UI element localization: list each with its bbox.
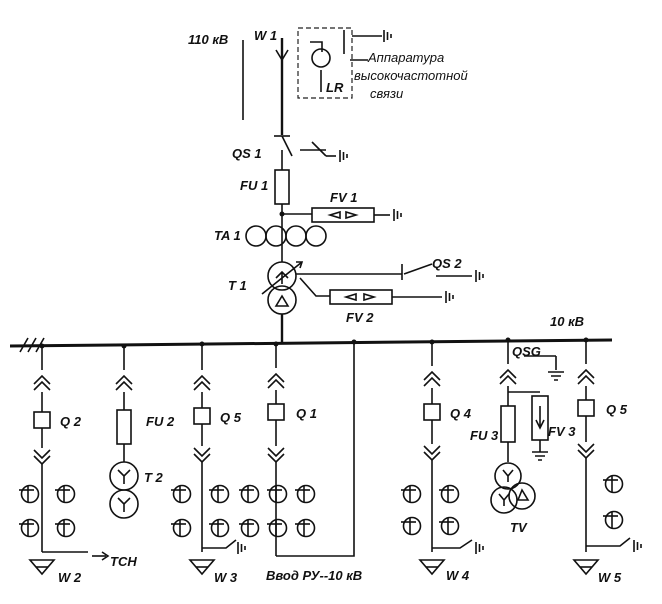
auxiliary-transformer-t2: FU 2 T 2 xyxy=(109,343,175,519)
label-fv3: FV 3 xyxy=(548,424,576,439)
label-10kv: 10 кВ xyxy=(550,314,584,329)
label-comm-2: высокочастотной xyxy=(354,68,468,83)
busbar-10kv: 10 кВ xyxy=(9,314,613,353)
label-t2: T 2 xyxy=(144,470,164,485)
label-comm-3: связи xyxy=(370,86,403,101)
line-w1-110kv: 110 кВ W 1 xyxy=(188,28,289,135)
label-t1: T 1 xyxy=(228,278,247,293)
hf-communication-equipment: LR Аппаратура высокочастотной связи xyxy=(297,27,468,101)
label-q4: Q 4 xyxy=(450,406,472,421)
arrester-fv1: FV 1 xyxy=(279,190,402,223)
feeder-w4: Q 4 W 4 xyxy=(400,339,484,583)
label-fu1: FU 1 xyxy=(240,178,268,193)
label-q1: Q 1 xyxy=(296,406,317,421)
feeder-w2: Q 2 W 2 xyxy=(18,343,88,585)
label-lr: LR xyxy=(326,80,344,95)
label-110kv: 110 кВ xyxy=(188,32,228,47)
label-w2: W 2 xyxy=(58,570,82,585)
label-fv2: FV 2 xyxy=(346,310,374,325)
label-w1: W 1 xyxy=(254,28,277,43)
voltage-transformer-tv: QSG FU 3 FV 3 TV xyxy=(470,337,576,535)
label-comm-1: Аппаратура xyxy=(367,50,444,65)
label-qs1: QS 1 xyxy=(232,146,262,161)
label-fu2: FU 2 xyxy=(146,414,175,429)
label-fv1: FV 1 xyxy=(330,190,357,205)
input-q1: Q 1 Ввод РУ--10 кВ xyxy=(238,339,362,583)
label-fu3: FU 3 xyxy=(470,428,499,443)
label-w4: W 4 xyxy=(446,568,470,583)
label-qsg: QSG xyxy=(512,344,541,359)
disconnector-qs2: QS 2 xyxy=(296,256,484,283)
label-w5: W 5 xyxy=(598,570,622,585)
arrester-fv2: FV 2 xyxy=(299,277,454,325)
disconnector-qs1: QS 1 xyxy=(232,135,348,170)
current-transformers-ta1: TA 1 xyxy=(214,225,327,247)
label-ta1: TA 1 xyxy=(214,228,241,243)
label-qs2: QS 2 xyxy=(432,256,462,271)
label-q5a: Q 5 xyxy=(220,410,242,425)
label-q5b: Q 5 xyxy=(606,402,628,417)
arrow-to-tsn: ТСН xyxy=(92,551,137,569)
label-tsn: ТСН xyxy=(110,554,137,569)
feeder-w5: Q 5 W 5 xyxy=(573,337,642,585)
label-tv: TV xyxy=(510,520,528,535)
power-transformer-t1: T 1 xyxy=(228,261,304,344)
label-w3: W 3 xyxy=(214,570,238,585)
fuse-fu1: FU 1 xyxy=(240,169,290,262)
label-q2: Q 2 xyxy=(60,414,82,429)
label-input-ru: Ввод РУ--10 кВ xyxy=(266,568,362,583)
feeder-w3: Q 5 W 3 xyxy=(170,341,246,585)
